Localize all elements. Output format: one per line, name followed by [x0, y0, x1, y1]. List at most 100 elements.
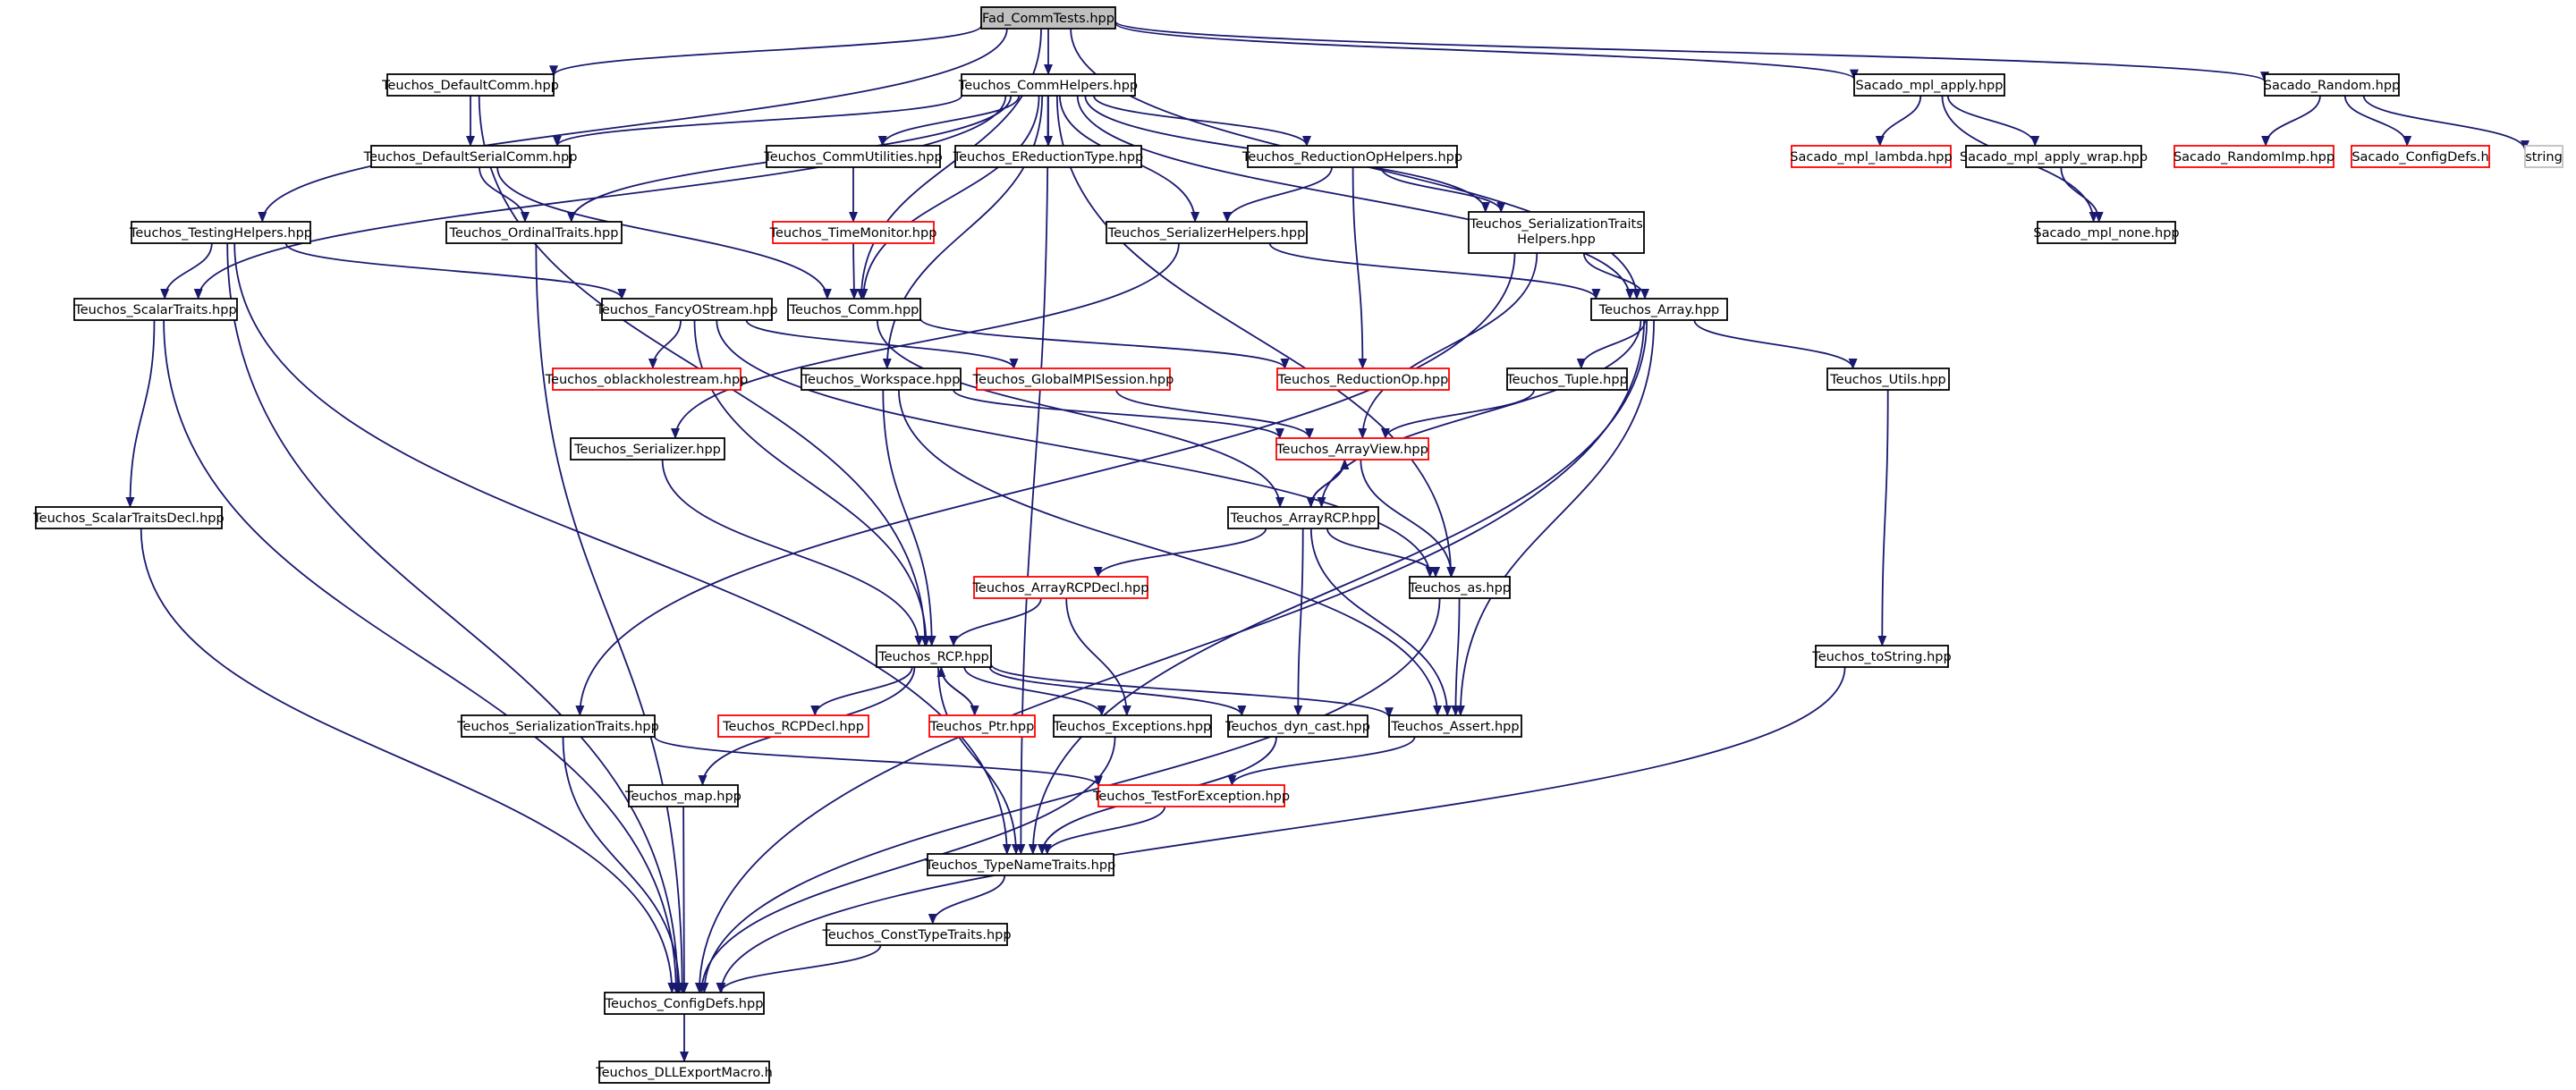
node-box-tuple[interactable]: [1506, 368, 1628, 391]
node-commhelpers[interactable]: Teuchos_CommHelpers.hpp: [958, 73, 1138, 97]
node-mplnone[interactable]: Sacado_mpl_none.hpp: [2033, 221, 2180, 244]
node-box-defaultcomm[interactable]: [386, 73, 555, 97]
node-testing[interactable]: Teuchos_TestingHelpers.hpp: [129, 221, 312, 244]
node-redop[interactable]: Teuchos_ReductionOp.hpp: [1276, 368, 1450, 391]
node-box-consttype[interactable]: [826, 923, 1008, 946]
node-rcp[interactable]: Teuchos_RCP.hpp: [876, 645, 992, 668]
node-box-assert[interactable]: [1388, 714, 1522, 738]
node-mpllambda[interactable]: Sacado_mpl_lambda.hpp: [1790, 145, 1953, 168]
node-string[interactable]: string: [2524, 145, 2563, 168]
node-box-sertraitshelp[interactable]: [1468, 211, 1645, 254]
node-arrayrcp[interactable]: Teuchos_ArrayRCP.hpp: [1227, 506, 1379, 529]
node-testexc[interactable]: Teuchos_TestForException.hpp: [1092, 784, 1290, 807]
node-box-arrayrcp[interactable]: [1227, 506, 1379, 529]
node-scalardecl[interactable]: Teuchos_ScalarTraitsDecl.hpp: [32, 506, 225, 529]
node-comm[interactable]: Teuchos_Comm.hpp: [787, 298, 921, 321]
node-mplwrap[interactable]: Sacado_mpl_apply_wrap.hpp: [1960, 145, 2148, 168]
node-typename[interactable]: Teuchos_TypeNameTraits.hpp: [925, 853, 1115, 876]
node-arrayview[interactable]: Teuchos_ArrayView.hpp: [1275, 437, 1429, 461]
node-box-defserial[interactable]: [370, 145, 571, 168]
node-box-ordinal[interactable]: [445, 221, 623, 244]
node-dllexport[interactable]: Teuchos_DLLExportMacro.h: [595, 1060, 773, 1084]
node-mplapply[interactable]: Sacado_mpl_apply.hpp: [1853, 73, 2005, 97]
node-box-dllexport[interactable]: [598, 1060, 770, 1084]
node-box-map[interactable]: [628, 784, 739, 807]
node-box-serhelpers[interactable]: [1106, 221, 1308, 244]
node-as[interactable]: Teuchos_as.hpp: [1408, 576, 1511, 599]
node-defaultcomm[interactable]: Teuchos_DefaultComm.hpp: [381, 73, 559, 97]
node-box-configdefs[interactable]: [604, 992, 765, 1015]
node-utils[interactable]: Teuchos_Utils.hpp: [1826, 368, 1950, 391]
node-arrayrcpdecl[interactable]: Teuchos_ArrayRCPDecl.hpp: [972, 576, 1149, 599]
node-randomimp[interactable]: Sacado_RandomImp.hpp: [2174, 145, 2334, 168]
node-box-ereduction[interactable]: [954, 145, 1142, 168]
node-sacrandom[interactable]: Sacado_Random.hpp: [2264, 73, 2401, 97]
node-configdefs[interactable]: Teuchos_ConfigDefs.hpp: [604, 992, 765, 1015]
node-serhelpers[interactable]: Teuchos_SerializerHelpers.hpp: [1106, 221, 1308, 244]
node-box-fancy[interactable]: [601, 298, 773, 321]
node-box-scalardecl[interactable]: [35, 506, 223, 529]
node-box-mplwrap[interactable]: [1965, 145, 2142, 168]
node-dyncast[interactable]: Teuchos_dyn_cast.hpp: [1224, 714, 1370, 738]
node-box-as[interactable]: [1409, 576, 1511, 599]
node-box-workspace[interactable]: [801, 368, 962, 391]
node-box-testing[interactable]: [131, 221, 311, 244]
node-box-sertraits[interactable]: [461, 714, 656, 738]
node-box-ptr[interactable]: [928, 714, 1036, 738]
node-ptr[interactable]: Teuchos_Ptr.hpp: [928, 714, 1036, 738]
node-commutil[interactable]: Teuchos_CommUtilities.hpp: [763, 145, 943, 168]
node-box-redophelpers[interactable]: [1247, 145, 1458, 168]
node-box-commutil[interactable]: [766, 145, 941, 168]
node-tuple[interactable]: Teuchos_Tuple.hpp: [1505, 368, 1628, 391]
node-serializer[interactable]: Teuchos_Serializer.hpp: [570, 437, 725, 461]
node-consttype[interactable]: Teuchos_ConstTypeTraits.hpp: [821, 923, 1012, 946]
node-box-redop[interactable]: [1276, 368, 1450, 391]
node-scalar[interactable]: Teuchos_ScalarTraits.hpp: [73, 298, 238, 321]
node-box-arrayview[interactable]: [1275, 437, 1429, 461]
node-box-tostring[interactable]: [1815, 645, 1949, 668]
node-timemon[interactable]: Teuchos_TimeMonitor.hpp: [769, 221, 937, 244]
node-map[interactable]: Teuchos_map.hpp: [624, 784, 741, 807]
node-box-array[interactable]: [1590, 298, 1728, 321]
node-exceptions[interactable]: Teuchos_Exceptions.hpp: [1053, 714, 1212, 738]
node-box-commhelpers[interactable]: [961, 73, 1136, 97]
node-box-arrayrcpdecl[interactable]: [973, 576, 1148, 599]
node-redophelpers[interactable]: Teuchos_ReductionOpHelpers.hpp: [1241, 145, 1462, 168]
node-box-randomimp[interactable]: [2174, 145, 2334, 168]
node-box-string[interactable]: [2524, 145, 2563, 168]
node-box-utils[interactable]: [1826, 368, 1950, 391]
node-box-mpllambda[interactable]: [1791, 145, 1952, 168]
node-box-comm[interactable]: [787, 298, 921, 321]
node-tostring[interactable]: Teuchos_toString.hpp: [1811, 645, 1952, 668]
node-box-testexc[interactable]: [1097, 784, 1285, 807]
node-globalmpi[interactable]: Teuchos_GlobalMPISession.hpp: [972, 368, 1174, 391]
node-box-rcpdecl[interactable]: [717, 714, 869, 738]
node-box-typename[interactable]: [927, 853, 1114, 876]
node-box-mplapply[interactable]: [1853, 73, 2005, 97]
node-assert[interactable]: Teuchos_Assert.hpp: [1388, 714, 1522, 738]
node-ereduction[interactable]: Teuchos_EReductionType.hpp: [953, 145, 1144, 168]
node-box-oblack[interactable]: [552, 368, 741, 391]
node-box-exceptions[interactable]: [1053, 714, 1212, 738]
node-box-timemon[interactable]: [772, 221, 935, 244]
node-box-scalar[interactable]: [73, 298, 238, 321]
node-box-sacconfig[interactable]: [2351, 145, 2490, 168]
node-box-sacrandom[interactable]: [2264, 73, 2400, 97]
node-root[interactable]: Fad_CommTests.hpp: [980, 6, 1116, 30]
node-box-serializer[interactable]: [570, 437, 725, 461]
node-oblack[interactable]: Teuchos_oblackholestream.hpp: [545, 368, 749, 391]
node-workspace[interactable]: Teuchos_Workspace.hpp: [801, 368, 962, 391]
node-box-mplnone[interactable]: [2037, 221, 2176, 244]
node-box-rcp[interactable]: [876, 645, 992, 668]
node-sertraits[interactable]: Teuchos_SerializationTraits.hpp: [456, 714, 659, 738]
node-box-root[interactable]: [980, 6, 1116, 30]
node-sacconfig[interactable]: Sacado_ConfigDefs.h: [2351, 145, 2490, 168]
node-ordinal[interactable]: Teuchos_OrdinalTraits.hpp: [445, 221, 623, 244]
node-array[interactable]: Teuchos_Array.hpp: [1590, 298, 1728, 321]
node-box-globalmpi[interactable]: [976, 368, 1171, 391]
node-defserial[interactable]: Teuchos_DefaultSerialComm.hpp: [363, 145, 578, 168]
node-rcpdecl[interactable]: Teuchos_RCPDecl.hpp: [717, 714, 869, 738]
node-fancy[interactable]: Teuchos_FancyOStream.hpp: [595, 298, 778, 321]
node-box-dyncast[interactable]: [1227, 714, 1368, 738]
